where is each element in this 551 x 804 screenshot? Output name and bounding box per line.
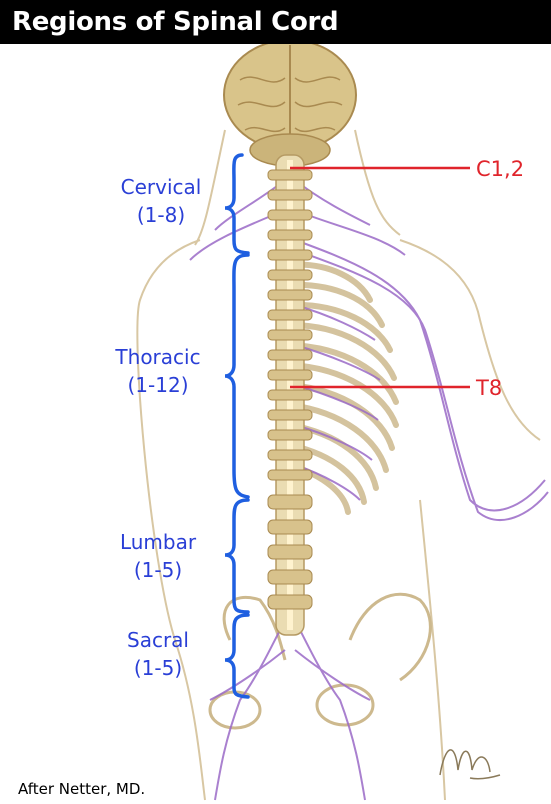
thoracic-brace xyxy=(225,255,248,497)
region-name: Thoracic xyxy=(93,343,223,371)
artist-signature xyxy=(440,750,500,779)
lumbar-brace xyxy=(225,500,248,612)
cervical-brace xyxy=(225,155,248,253)
credit-text: After Netter, MD. xyxy=(14,780,149,798)
region-label-cervical: Cervical (1-8) xyxy=(96,173,226,229)
region-range: (1-5) xyxy=(93,556,223,584)
region-label-thoracic: Thoracic (1-12) xyxy=(93,343,223,399)
level-label-t8: T8 xyxy=(476,376,502,400)
page-title: Regions of Spinal Cord xyxy=(0,0,551,44)
region-label-lumbar: Lumbar (1-5) xyxy=(93,528,223,584)
region-range: (1-12) xyxy=(93,371,223,399)
spinal-cord-illustration xyxy=(0,44,551,804)
region-range: (1-5) xyxy=(93,654,223,682)
region-name: Lumbar xyxy=(93,528,223,556)
vertebral-column xyxy=(268,155,312,635)
region-name: Sacral xyxy=(93,626,223,654)
spinal-nerves xyxy=(190,180,548,800)
region-braces xyxy=(225,155,248,697)
level-label-c12: C1,2 xyxy=(476,157,524,181)
region-name: Cervical xyxy=(96,173,226,201)
brain-illustration xyxy=(224,44,356,166)
region-label-sacral: Sacral (1-5) xyxy=(93,626,223,682)
region-range: (1-8) xyxy=(96,201,226,229)
